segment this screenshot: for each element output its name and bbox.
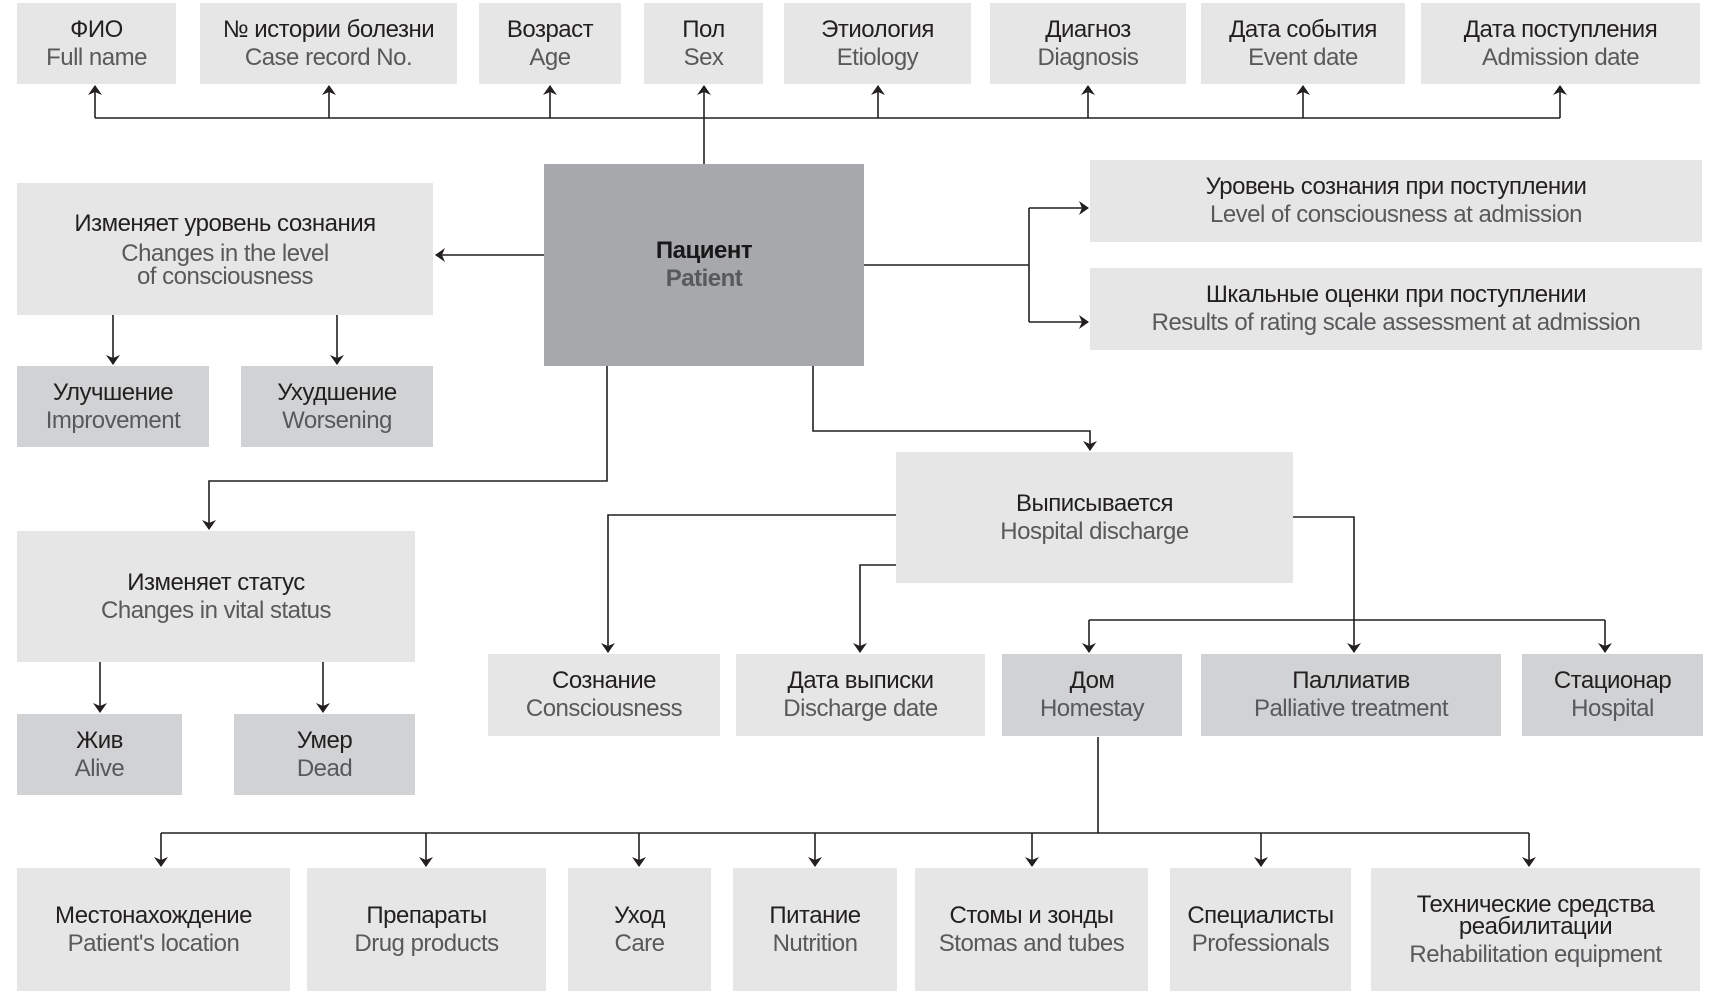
discharge-node: Выписывается Hospital discharge — [896, 452, 1293, 583]
label-ru: Пациент — [655, 237, 753, 264]
label-en: Patient — [665, 265, 743, 292]
label-ru: ФИО — [70, 15, 123, 43]
dead-node: Умер Dead — [234, 714, 415, 795]
consciousness-change-node: Изменяет уровень сознания Changes in the… — [17, 183, 433, 315]
care-node: Уход Care — [568, 868, 711, 991]
label-ru: Паллиатив — [1292, 667, 1410, 694]
label-en: Event date — [1248, 43, 1358, 71]
label-ru: Диагноз — [1045, 15, 1131, 43]
label-en: Hospital discharge — [1000, 517, 1189, 545]
label-en: Improvement — [45, 406, 181, 434]
attribute-full-name: ФИО Full name — [17, 3, 176, 84]
label-en: Worsening — [282, 406, 392, 434]
label-ru: Питание — [769, 901, 861, 929]
label-ru: Дата поступления — [1463, 15, 1658, 43]
attribute-event-date: Дата события Event date — [1201, 3, 1405, 84]
label-en: Drug products — [354, 929, 499, 957]
label-en: Stomas and tubes — [938, 929, 1125, 957]
label-ru: Изменяет статус — [127, 568, 305, 596]
label-en: Care — [614, 929, 665, 957]
label-en: Homestay — [1039, 695, 1145, 722]
nutrition-node: Питание Nutrition — [733, 868, 897, 991]
label-en: Consciousness — [525, 695, 683, 722]
label-en: Rehabilitation equipment — [1409, 940, 1662, 968]
label-en: Case record No. — [244, 43, 413, 71]
homestay-node: Дом Homestay — [1002, 654, 1182, 736]
label-ru: Возраст — [506, 15, 594, 43]
attribute-case-record: № истории болезни Case record No. — [200, 3, 457, 84]
discharge-date-node: Дата выписки Discharge date — [736, 654, 985, 736]
label-ru: Выписывается — [1015, 489, 1174, 517]
label-ru: Сознание — [551, 667, 657, 694]
label-ru: Умер — [296, 726, 353, 754]
attribute-etiology: Этиология Etiology — [784, 3, 971, 84]
label-en: Level of consciousness at admission — [1209, 201, 1583, 228]
label-ru: Стомы и зонды — [949, 901, 1114, 929]
label-en: Sex — [683, 43, 724, 71]
label-en: Diagnosis — [1037, 43, 1139, 71]
label-ru: Шкальные оценки при поступлении — [1205, 281, 1587, 308]
label-en: Professionals — [1191, 929, 1330, 957]
label-ru: Дата события — [1229, 15, 1377, 43]
label-ru: Уровень сознания при поступлении — [1205, 173, 1587, 200]
alive-node: Жив Alive — [17, 714, 182, 795]
connector-to-consciousness — [601, 514, 896, 653]
label-ru: Изменяет уровень сознания — [74, 210, 376, 237]
label-ru: Уход — [614, 901, 665, 929]
worsening-node: Ухудшение Worsening — [241, 366, 433, 447]
level-at-admission-node: Уровень сознания при поступлении Level o… — [1090, 160, 1702, 242]
label-en-line2: of consciousness — [136, 263, 314, 290]
label-ru-line1: Технические средства — [1416, 890, 1655, 918]
attribute-age: Возраст Age — [479, 3, 621, 84]
label-ru: Ухудшение — [277, 378, 397, 406]
label-en: Patient's location — [67, 929, 240, 957]
attribute-sex: Пол Sex — [644, 3, 763, 84]
connector-to-palliative — [1293, 516, 1361, 653]
attribute-admission-date: Дата поступления Admission date — [1421, 3, 1700, 84]
drugs-node: Препараты Drug products — [307, 868, 546, 991]
label-ru: Специалисты — [1187, 901, 1334, 929]
label-en: Age — [529, 43, 571, 71]
rehab-equipment-node: Технические средства реабилитации Rehabi… — [1371, 868, 1700, 991]
label-en: Palliative treatment — [1253, 695, 1449, 722]
connector-to-vital-status — [202, 366, 608, 530]
label-ru: Пол — [682, 15, 725, 43]
label-en-line1: Changes in the level — [121, 240, 329, 267]
label-ru: Улучшение — [52, 378, 174, 406]
vital-status-node: Изменяет статус Changes in vital status — [17, 531, 415, 662]
label-en: Etiology — [836, 43, 919, 71]
stomas-node: Стомы и зонды Stomas and tubes — [915, 868, 1148, 991]
attribute-diagnosis: Диагноз Diagnosis — [990, 3, 1186, 84]
improvement-node: Улучшение Improvement — [17, 366, 209, 447]
label-ru-line2: реабилитации — [1458, 912, 1613, 940]
connector-to-discharge — [812, 366, 1097, 451]
patient-node: Пациент Patient — [544, 164, 864, 366]
connector-to-discharge-date — [853, 564, 896, 653]
location-node: Местонахождение Patient's location — [17, 868, 290, 991]
hospital-node: Стационар Hospital — [1522, 654, 1703, 736]
label-ru: Препараты — [366, 901, 487, 929]
label-en: Discharge date — [783, 695, 938, 722]
label-en: Admission date — [1481, 43, 1640, 71]
label-ru: № истории болезни — [222, 15, 435, 43]
label-en: Changes in vital status — [101, 596, 331, 624]
label-ru: Местонахождение — [54, 901, 253, 929]
rating-scales-node: Шкальные оценки при поступлении Results … — [1090, 268, 1702, 350]
label-en: Full name — [46, 43, 147, 71]
professionals-node: Специалисты Professionals — [1170, 868, 1351, 991]
label-en: Nutrition — [772, 929, 858, 957]
consciousness-node: Сознание Consciousness — [488, 654, 720, 736]
label-en: Alive — [74, 754, 125, 782]
label-ru: Стационар — [1553, 667, 1672, 694]
label-ru: Дом — [1069, 667, 1115, 694]
palliative-node: Паллиатив Palliative treatment — [1201, 654, 1501, 736]
label-en: Dead — [296, 754, 353, 782]
label-en: Results of rating scale assessment at ad… — [1151, 309, 1641, 336]
label-ru: Дата выписки — [787, 667, 934, 694]
label-ru: Жив — [76, 726, 123, 754]
label-en: Hospital — [1571, 695, 1654, 722]
label-ru: Этиология — [821, 15, 934, 43]
